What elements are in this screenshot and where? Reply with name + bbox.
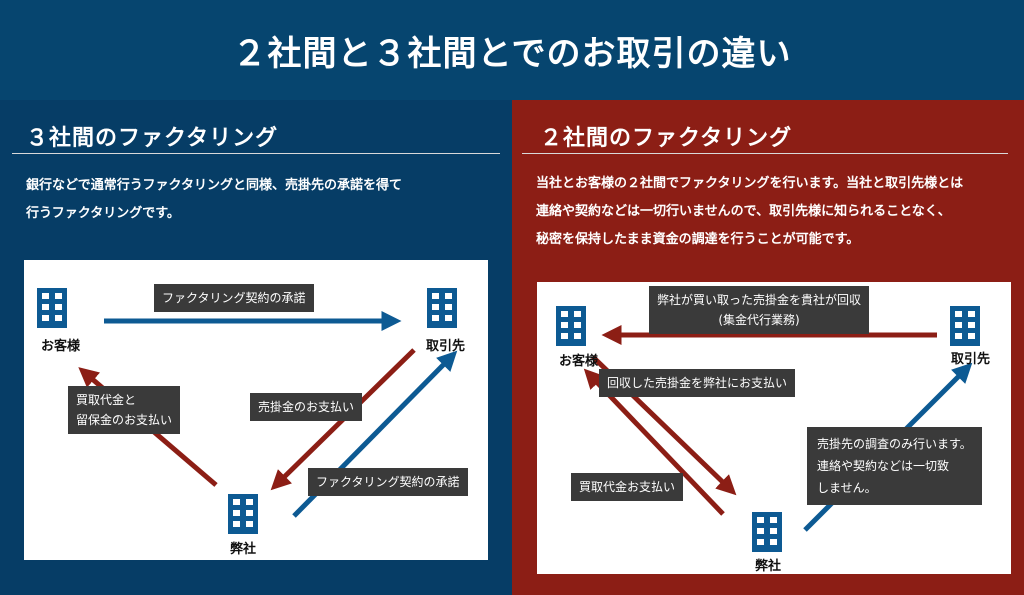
customer-building-icon	[556, 306, 586, 346]
node-company: 弊社	[230, 542, 257, 557]
three-party-diagram: お客様 取引先 弊社 ファクタリング契約の承諾 買取代金と 留保金のお支払い 売…	[24, 260, 488, 560]
debtor-building-icon	[427, 288, 457, 328]
three-party-desc-line1: 銀行などで通常行うファクタリングと同様、売掛先の承諾を得て	[26, 178, 402, 193]
two-party-desc-line3: 秘密を保持したまま資金の調達を行うことが可能です。	[536, 232, 860, 247]
heading-divider	[522, 153, 1008, 154]
customer-building-icon	[37, 288, 67, 328]
company-building-icon	[228, 494, 258, 534]
two-party-diagram: お客様 取引先 弊社 弊社が買い取った売掛金を貴社が回収 (集金代行業務) 回収…	[537, 282, 1011, 574]
label-note-line3: しません。	[817, 481, 877, 495]
three-party-heading: ３社間のファクタリング	[26, 126, 279, 151]
two-party-panel: ２社間のファクタリング 当社とお客様の２社間でファクタリングを行います。当社と取…	[512, 100, 1024, 595]
label-purchase-line1: 買取代金と	[76, 393, 137, 407]
label-note-line2: 連絡や契約などは一切致	[817, 459, 950, 473]
two-party-desc-line1: 当社とお客様の２社間でファクタリングを行います。当社と取引先様とは	[536, 176, 964, 191]
label-purchase-line2: 留保金のお支払い	[76, 413, 173, 427]
company-building-icon	[752, 512, 782, 552]
two-party-heading: ２社間のファクタリング	[540, 126, 793, 151]
label-purchase-payment: 買取代金と 留保金のお支払い	[68, 386, 181, 434]
node-customer: お客様	[559, 354, 599, 369]
label-collection-agency: 弊社が買い取った売掛金を貴社が回収 (集金代行業務)	[649, 286, 870, 334]
label-investigation-note: 売掛先の調査のみ行います。 連絡や契約などは一切致 しません。	[807, 427, 982, 505]
page-title: ２社間と３社間とでのお取引の違い	[0, 0, 1024, 100]
debtor-building-icon	[950, 306, 980, 346]
three-party-desc-line2: 行うファクタリングです。	[26, 206, 180, 221]
label-collection-line2: (集金代行業務)	[718, 313, 800, 327]
label-pay-collected: 回収した売掛金を弊社にお支払い	[599, 369, 796, 397]
label-contract-consent-2: ファクタリング契約の承諾	[308, 468, 468, 496]
node-company: 弊社	[755, 559, 782, 574]
node-debtor: 取引先	[951, 352, 991, 367]
heading-divider	[12, 153, 500, 154]
three-party-panel: ３社間のファクタリング 銀行などで通常行うファクタリングと同様、売掛先の承諾を得…	[0, 100, 512, 595]
three-party-description: 銀行などで通常行うファクタリングと同様、売掛先の承諾を得て 行うファクタリングで…	[26, 172, 496, 228]
two-party-desc-line2: 連絡や契約などは一切行いませんので、取引先様に知られることなく、	[536, 204, 951, 219]
node-customer: お客様	[41, 339, 81, 354]
two-party-description: 当社とお客様の２社間でファクタリングを行います。当社と取引先様とは 連絡や契約な…	[536, 170, 1016, 254]
node-debtor: 取引先	[426, 339, 466, 354]
label-receivable-payment: 売掛金のお支払い	[250, 393, 363, 421]
label-contract-consent: ファクタリング契約の承諾	[154, 284, 314, 312]
label-note-line1: 売掛先の調査のみ行います。	[817, 437, 972, 451]
label-purchase-payment: 買取代金お支払い	[571, 473, 684, 501]
label-collection-line1: 弊社が買い取った売掛金を貴社が回収	[657, 293, 862, 307]
arrow-company-to-customer	[583, 368, 725, 516]
